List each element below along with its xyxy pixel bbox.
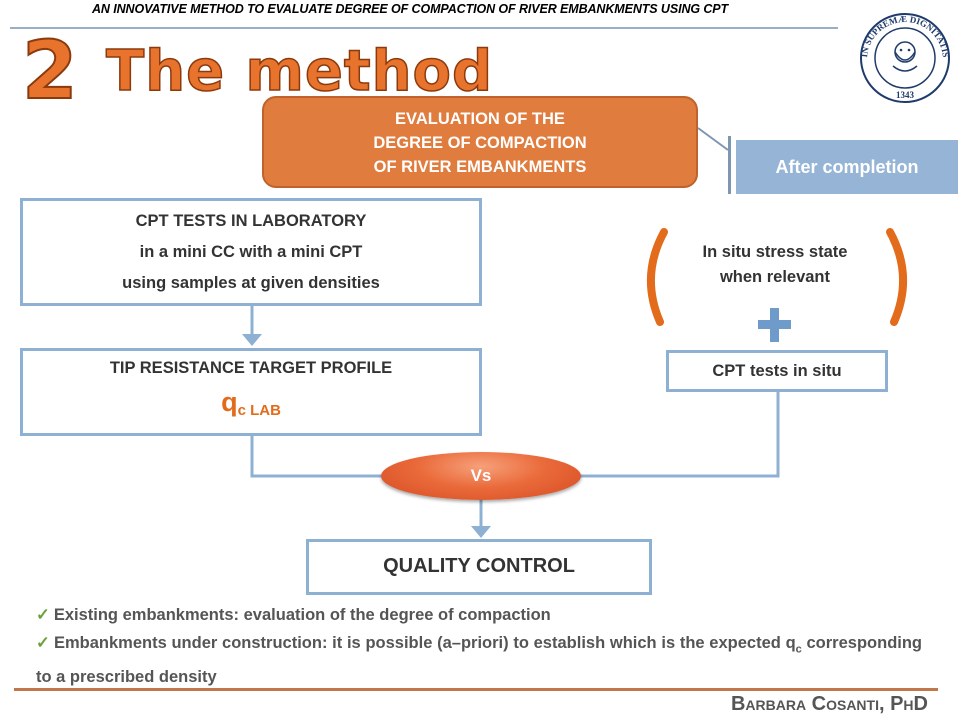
university-seal-logo: IN SUPREMÆ DIGNITATIS 1343 xyxy=(859,13,951,103)
qc-letter: q xyxy=(221,387,238,417)
vs-to-quality-arrowhead xyxy=(471,526,491,538)
vs-badge: Vs xyxy=(381,452,581,500)
lab-tests-box: CPT TESTS IN LABORATORY in a mini CC wit… xyxy=(20,198,482,306)
insitu-to-vs-connector xyxy=(572,392,780,478)
bullet-subscript: c xyxy=(795,643,802,656)
bullet-text: Existing embankments: evaluation of the … xyxy=(53,606,551,624)
header-divider xyxy=(10,27,838,29)
qc-lab-symbol: qc LAB xyxy=(23,387,479,419)
bullet-text-after: corresponding to a prescribed density xyxy=(36,634,923,687)
insitu-stress-label: In situ stress state when relevant xyxy=(665,240,885,290)
section-title: The method xyxy=(105,39,494,105)
after-completion-box: After completion xyxy=(736,140,958,194)
bullet-text-before: Embankments under construction: it is po… xyxy=(53,634,796,652)
evaluation-line-1: EVALUATION OF THE xyxy=(395,110,565,128)
cpt-insitu-box: CPT tests in situ xyxy=(666,350,888,392)
quality-control-box: QUALITY CONTROL xyxy=(306,539,652,595)
target-to-vs-connector xyxy=(250,436,390,478)
left-parenthesis-icon xyxy=(647,228,668,326)
section-number: 2 xyxy=(21,24,79,117)
list-item: ✓Existing embankments: evaluation of the… xyxy=(36,601,922,629)
author-name: Barbara Cosanti, PhD xyxy=(730,693,928,715)
checkmark-icon: ✓ xyxy=(36,634,50,652)
list-item: ✓Embankments under construction: it is p… xyxy=(36,629,922,691)
bullet-list: ✓Existing embankments: evaluation of the… xyxy=(36,601,922,691)
insitu-stress-line-2: when relevant xyxy=(719,268,831,286)
evaluation-line-2: DEGREE OF COMPACTION xyxy=(373,134,587,152)
lab-line-3: using samples at given densities xyxy=(122,274,380,292)
qc-subscript: c LAB xyxy=(237,402,281,419)
right-parenthesis-icon xyxy=(886,228,907,326)
target-profile-box: TIP RESISTANCE TARGET PROFILE qc LAB xyxy=(20,348,482,436)
lab-line-1: CPT TESTS IN LABORATORY xyxy=(135,212,367,230)
eval-to-after-connector xyxy=(697,127,729,151)
checkmark-icon: ✓ xyxy=(36,606,50,624)
plus-icon-horizontal xyxy=(758,320,791,329)
evaluation-line-3: OF RIVER EMBANKMENTS xyxy=(373,158,587,176)
lab-line-2: in a mini CC with a mini CPT xyxy=(139,243,363,261)
svg-text:1343: 1343 xyxy=(896,90,915,100)
after-completion-bar xyxy=(728,136,731,194)
footer-divider xyxy=(14,688,938,691)
target-profile-label: TIP RESISTANCE TARGET PROFILE xyxy=(109,359,393,377)
header-title: AN INNOVATIVE METHOD TO EVALUATE DEGREE … xyxy=(92,2,729,16)
insitu-stress-line-1: In situ stress state xyxy=(702,243,848,261)
lab-to-target-arrowhead xyxy=(242,334,262,346)
evaluation-box: EVALUATION OF THE DEGREE OF COMPACTION O… xyxy=(262,96,698,188)
